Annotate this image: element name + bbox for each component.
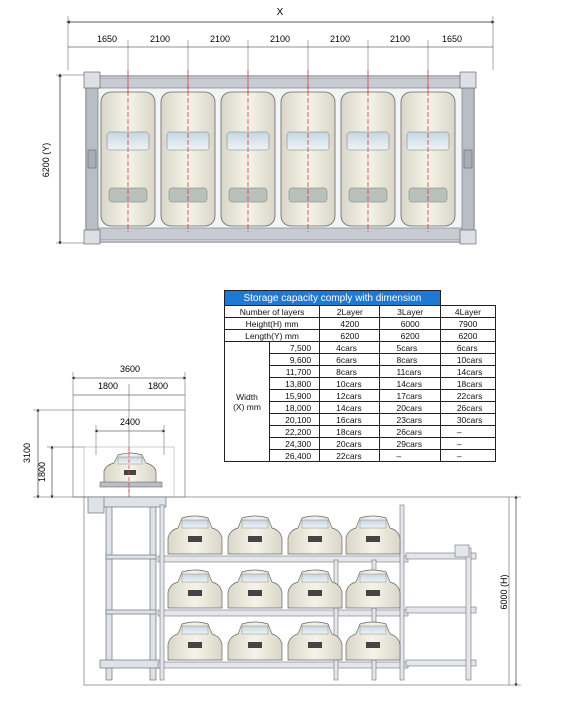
table-cell: 6200 xyxy=(319,329,381,342)
height-total-label: 3100 xyxy=(22,443,32,463)
width-value-cell: 24,300 xyxy=(268,437,321,450)
width-value-cell: 13,800 xyxy=(268,377,321,390)
table-cell: 6000 xyxy=(379,317,441,330)
car-count-cell: 8cars xyxy=(319,365,381,378)
x-dim-segment: 2100 xyxy=(390,34,410,44)
lift-tower xyxy=(87,496,167,681)
car-count-cell: – xyxy=(379,449,441,462)
car-count-cell: 20cars xyxy=(319,437,381,450)
x-dim-segment: 1650 xyxy=(97,34,117,44)
car-count-cell: 26cars xyxy=(379,425,441,438)
car-count-cell: 30cars xyxy=(439,413,497,426)
x-dim-segment: 2100 xyxy=(150,34,170,44)
car-count-cell: 26cars xyxy=(439,401,497,414)
table-row: Height(H) mm 4200 6000 7900 xyxy=(223,317,497,330)
table-header-cell: 4Layer xyxy=(439,305,497,318)
car-count-cell: 18cars xyxy=(319,425,381,438)
table-header-cell: 2Layer xyxy=(319,305,381,318)
car-count-cell: 11cars xyxy=(379,365,441,378)
car-count-cell: 4cars xyxy=(319,341,381,354)
width-label-line: (X) mm xyxy=(233,401,261,412)
elevation-width-left: 1800 xyxy=(98,381,118,391)
rack-frame xyxy=(157,504,477,681)
car-count-cell: 14cars xyxy=(439,365,497,378)
table-cell: Length(Y) mm xyxy=(223,329,321,342)
elevation-width-total: 3600 xyxy=(120,364,140,374)
car-count-cell: 14cars xyxy=(319,401,381,414)
car-count-cell: 6cars xyxy=(319,353,381,366)
rack-cars xyxy=(167,515,401,661)
width-label: Width(X) mm xyxy=(224,341,270,462)
car-count-cell: – xyxy=(439,437,497,450)
pallet-width-label: 2400 xyxy=(120,417,140,427)
car-count-cell: 16cars xyxy=(319,413,381,426)
elevation-view: 3600 1800 1800 2400 3100 1800 xyxy=(22,364,521,687)
table-row: Length(Y) mm 6200 6200 6200 xyxy=(223,329,497,342)
width-value-cell: 22,200 xyxy=(268,425,321,438)
table-cell: 7900 xyxy=(439,317,497,330)
width-value-cell: 18,000 xyxy=(268,401,321,414)
y-dimension-label: 6200 (Y) xyxy=(41,143,51,178)
plan-view: X 1650 2100 2100 2100 2100 2100 1650 620… xyxy=(41,7,495,245)
table-cell: Height(H) mm xyxy=(223,317,321,330)
x-dim-segment: 1650 xyxy=(442,34,462,44)
car-count-cell: 17cars xyxy=(379,389,441,402)
x-dim-segment: 2100 xyxy=(270,34,290,44)
car-count-cell: 14cars xyxy=(379,377,441,390)
car-count-cell: 23cars xyxy=(379,413,441,426)
width-value-cell: 11,700 xyxy=(268,365,321,378)
table-row: Number of layers 2Layer 3Layer 4Layer xyxy=(223,305,497,318)
width-value-cell: 9,600 xyxy=(268,353,321,366)
table-title: Storage capacity comply with dimension xyxy=(224,290,441,306)
width-value-cell: 20,100 xyxy=(268,413,321,426)
table-header-cell: Number of layers xyxy=(223,305,321,318)
car-count-cell: 12cars xyxy=(319,389,381,402)
table-cell: 4200 xyxy=(319,317,381,330)
x-segment-dimensions: 1650 2100 2100 2100 2100 2100 1650 xyxy=(97,34,462,44)
car-count-cell: 6cars xyxy=(439,341,497,354)
car-count-cell: 10cars xyxy=(439,353,497,366)
car-count-cell: 5cars xyxy=(379,341,441,354)
table-header-cell: 3Layer xyxy=(379,305,441,318)
car-count-cell: 10cars xyxy=(319,377,381,390)
x-dimension-label: X xyxy=(277,7,284,18)
car-count-cell: 22cars xyxy=(319,449,381,462)
height-lower-label: 1800 xyxy=(37,462,47,482)
storage-capacity-table: Storage capacity comply with dimension N… xyxy=(223,290,497,462)
rack-height-label: 6000 (H) xyxy=(499,574,509,609)
car-count-cell: 18cars xyxy=(439,377,497,390)
table-cell: 6200 xyxy=(439,329,497,342)
car-count-cell: 22cars xyxy=(439,389,497,402)
x-dim-segment: 2100 xyxy=(210,34,230,44)
width-label-line: Width xyxy=(236,391,258,402)
car-count-cell: 20cars xyxy=(379,401,441,414)
table-cell: 6200 xyxy=(379,329,441,342)
car-count-cell: – xyxy=(439,449,497,462)
width-value-cell: 26,400 xyxy=(268,449,321,462)
elevation-width-right: 1800 xyxy=(148,381,168,391)
car-count-cell: 29cars xyxy=(379,437,441,450)
car-count-cell: 8cars xyxy=(379,353,441,366)
width-value-cell: 7,500 xyxy=(268,341,321,354)
width-value-cell: 15,900 xyxy=(268,389,321,402)
car-count-cell: – xyxy=(439,425,497,438)
x-dim-segment: 2100 xyxy=(330,34,350,44)
plan-cars xyxy=(100,84,456,232)
lift-car xyxy=(99,447,163,501)
